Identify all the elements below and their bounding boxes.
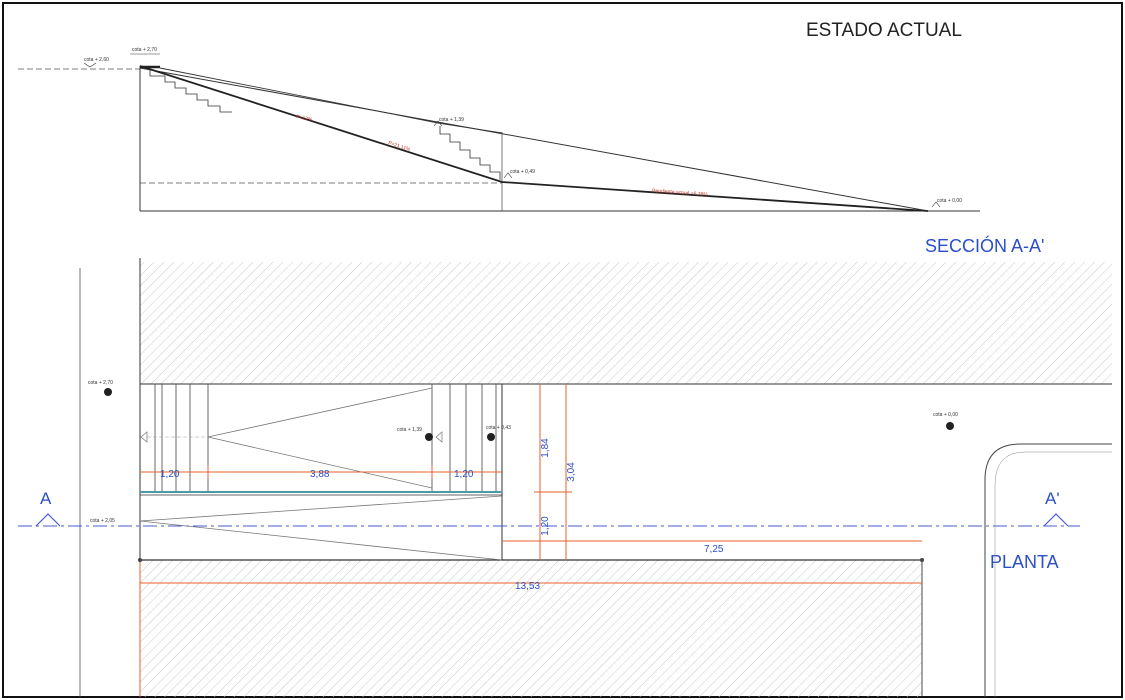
level-marker: cota + 2,70 — [130, 47, 160, 55]
cut-label: A — [40, 489, 52, 508]
level-label: cota + 0,00 — [937, 198, 962, 204]
stairs-left — [149, 70, 232, 113]
section-a-a: cota + 2,70 cota + 2,60 cota + 1,39 cota… — [18, 47, 980, 212]
cut-label: A' — [1045, 489, 1060, 508]
cut-marker-left: A — [35, 489, 61, 527]
level-point: cota + 0,43 — [486, 425, 511, 441]
level-label: cota + 0,00 — [933, 412, 958, 418]
dimension-label: 1,20 — [540, 516, 551, 536]
dimension-label: 3,88 — [310, 469, 330, 480]
level-marker: cota + 1,39 — [433, 117, 464, 127]
dimension-label: 13,53 — [515, 581, 540, 592]
node-point — [920, 558, 924, 562]
terrain-upper — [139, 67, 929, 212]
dimension-label: 7,25 — [704, 544, 724, 555]
node-point — [138, 558, 142, 562]
curb-curve — [984, 443, 1112, 697]
curb-curve-inner — [994, 451, 1112, 697]
level-marker: cota + 0,49 — [503, 169, 535, 179]
hatched-area-top — [140, 262, 1112, 384]
ramp-line-2 — [437, 122, 503, 134]
arrow-head-right — [435, 431, 443, 443]
level-label: cota + 1,39 — [397, 427, 422, 433]
level-label: cota + 0,49 — [510, 169, 535, 175]
level-label: cota + 2,70 — [88, 380, 113, 386]
level-label: cota + 1,39 — [439, 117, 464, 123]
ramp-line-1 — [159, 67, 439, 124]
dimension-label: 1,20 — [160, 469, 180, 480]
dimension-label: 3,04 — [566, 462, 577, 482]
slope-label: Pendiente actual =6,76% — [652, 188, 709, 198]
ramp-arrow-lower — [139, 495, 503, 561]
level-marker: cota + 2,60 — [83, 57, 109, 68]
dimension-lines — [139, 384, 922, 697]
level-label: cota + 2,05 — [90, 518, 115, 524]
level-point: cota + 1,39 — [397, 427, 433, 441]
dimension-label: 1,84 — [540, 438, 551, 458]
level-label: cota + 2,70 — [132, 47, 157, 53]
level-label: cota + 0,43 — [486, 425, 511, 431]
arrow-head-left — [140, 431, 148, 443]
level-point: cota + 0,00 — [933, 412, 958, 430]
slope-label: P=12% — [296, 114, 314, 123]
dimension-label: 1,20 — [454, 469, 474, 480]
level-marker: cota + 0,00 — [931, 198, 962, 208]
stairs-right — [439, 126, 501, 180]
title-seccion: SECCIÓN A-A' — [925, 235, 1044, 256]
cut-marker-right: A' — [1043, 489, 1069, 527]
level-label: cota + 2,60 — [84, 57, 109, 63]
title-planta: PLANTA — [990, 552, 1059, 572]
level-point: cota + 2,70 — [88, 380, 113, 396]
terrain-lower — [139, 65, 929, 212]
plan-view: cota + 2,70 cota + 1,39 cota + 0,43 cota… — [18, 258, 1112, 697]
slope-label: P=21,11% — [387, 140, 411, 153]
title-estado-actual: ESTADO ACTUAL — [806, 20, 962, 41]
